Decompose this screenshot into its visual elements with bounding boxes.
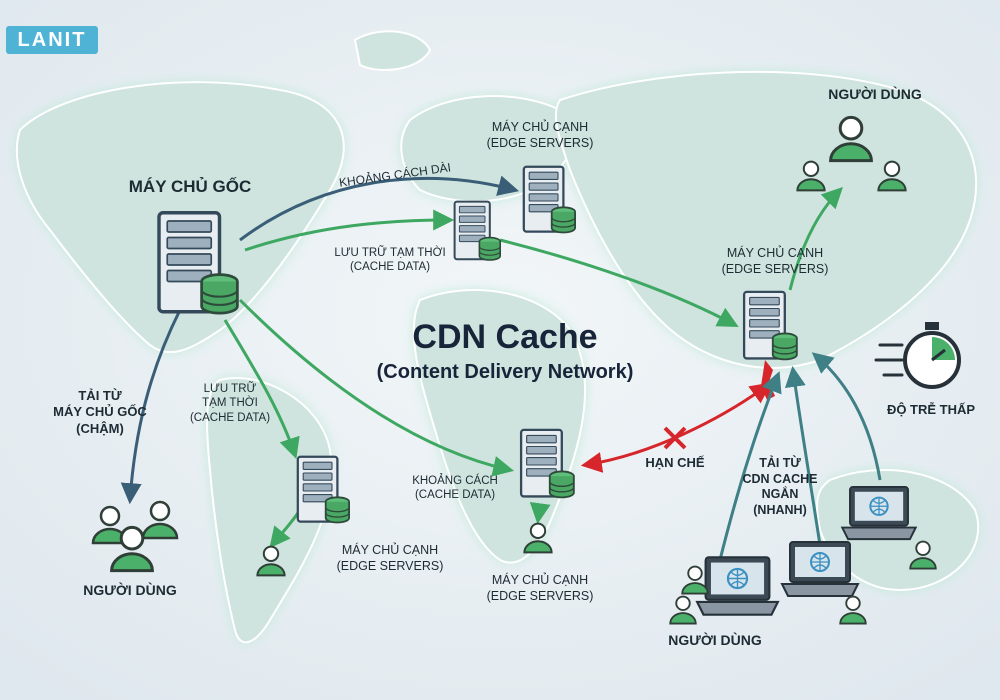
edge-label-line: MÁY CHỦ CẠNH xyxy=(491,120,589,134)
edge-label-line: (EDGE SERVERS) xyxy=(486,135,594,150)
edge-label-asia: MÁY CHỦ CẠNH (EDGE SERVERS) xyxy=(690,246,860,277)
users-top-right-label: NGƯỜI DÙNG xyxy=(828,86,922,102)
restricted-x-mark xyxy=(663,426,687,450)
arrow-laptop3-to-asia xyxy=(811,352,882,481)
edge-label-line: MÁY CHỦ CẠNH xyxy=(491,573,589,587)
temp-storage-sa-label: LƯU TRỮ TẠM THỜI (CACHE DATA) xyxy=(170,382,290,425)
diagram-title-block: CDN Cache (Content Delivery Network) xyxy=(360,318,650,384)
arrow-laptop2-to-asia xyxy=(784,365,822,546)
flow-label-line: (CHẬM) xyxy=(76,420,124,436)
arrow-origin-to-users-left xyxy=(120,309,182,505)
edge-label-line: MÁY CHỦ CẠNH xyxy=(726,246,824,260)
edge-label-line: (EDGE SERVERS) xyxy=(721,261,829,276)
arrow-origin-to-europe-a xyxy=(239,175,520,242)
temp-storage-label: LƯU TRỮ TẠM THỜI (CACHE DATA) xyxy=(320,246,460,275)
edge-label-europe-a: MÁY CHỦ CẠNH (EDGE SERVERS) xyxy=(455,120,625,151)
diagram-subtitle: (Content Delivery Network) xyxy=(376,361,634,383)
arrow-europe-to-asia xyxy=(499,238,739,327)
flow-label-line: (CACHE DATA) xyxy=(349,261,431,274)
flow-label-line: MÁY CHỦ GỐC xyxy=(53,404,147,420)
users-bottom-right-label: NGƯỜI DÙNG xyxy=(668,632,762,648)
distance-cache-label: KHOẢNG CÁCH (CACHE DATA) xyxy=(400,474,510,503)
flow-label-line: KHOẢNG CÁCH xyxy=(412,475,498,487)
flow-label-line: CDN CACHE xyxy=(742,471,818,486)
arrow-asia-to-users xyxy=(788,187,843,291)
flow-label-line: TẢI TỪ xyxy=(759,456,801,470)
laptop-icon xyxy=(841,485,917,541)
arrow-africa-to-user xyxy=(529,501,551,525)
flow-label-line: TẠM THỜI xyxy=(202,397,258,410)
restricted-label: HẠN CHẾ xyxy=(645,455,705,470)
flow-label-line: (CACHE DATA) xyxy=(189,411,271,424)
download-cdn-label: TẢI TỪ CDN CACHE NGẮN (NHANH) xyxy=(730,456,830,519)
origin-server-label: MÁY CHỦ GỐC xyxy=(128,177,252,196)
brand-logo: LANIT xyxy=(6,26,98,54)
diagram-title: CDN Cache xyxy=(412,318,598,356)
flow-label-line: LƯU TRỮ TẠM THỜI xyxy=(334,247,446,259)
flow-arrows xyxy=(120,175,882,561)
arrow-origin-to-south-america xyxy=(223,319,300,459)
flow-label-line: (CACHE DATA) xyxy=(414,489,496,502)
users-bottom-left-label: NGƯỜI DÙNG xyxy=(83,582,177,598)
arrow-laptop1-to-asia xyxy=(718,371,782,561)
flow-label-line: LƯU TRỮ xyxy=(203,383,257,395)
edge-label-line: (EDGE SERVERS) xyxy=(486,588,594,603)
edge-label-line: (EDGE SERVERS) xyxy=(336,558,444,573)
arrow-origin-to-europe-b xyxy=(244,209,455,252)
edge-label-south-america: MÁY CHỦ CẠNH (EDGE SERVERS) xyxy=(305,543,475,574)
laptop-icon xyxy=(781,541,859,597)
edge-label-africa: MÁY CHỦ CẠNH (EDGE SERVERS) xyxy=(455,573,625,604)
arrow-africa-asia-restricted xyxy=(580,382,772,473)
arrow-origin-to-africa xyxy=(238,298,515,477)
flow-label-line: (NHANH) xyxy=(753,502,807,517)
download-origin-label: TẢI TỪ MÁY CHỦ GỐC (CHẬM) xyxy=(20,388,180,437)
edge-label-line: MÁY CHỦ CẠNH xyxy=(341,543,439,557)
low-latency-label: ĐỘ TRỄ THẤP xyxy=(886,402,976,417)
flow-label-line: NGẮN xyxy=(761,487,799,502)
flow-label-line: TẢI TỪ xyxy=(78,388,122,403)
stopwatch-icon xyxy=(874,322,961,389)
laptop-icon xyxy=(696,556,779,616)
